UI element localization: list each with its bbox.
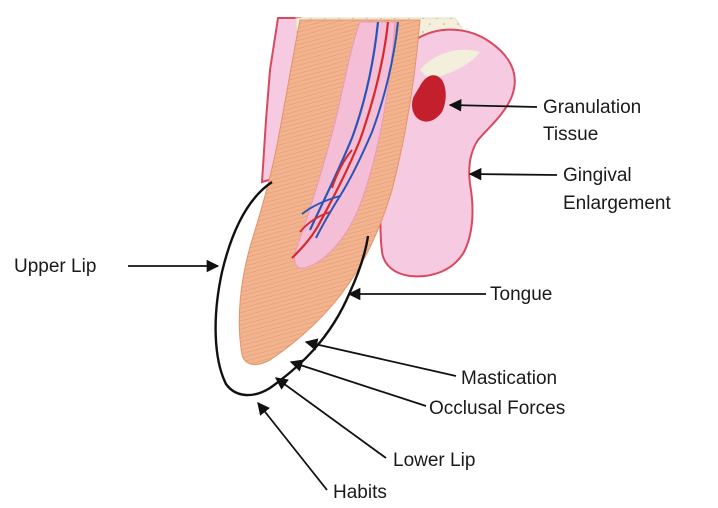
label-granulation-line2: Tissue	[543, 124, 598, 145]
arrow-gingival	[470, 174, 557, 175]
arrow-occlusal	[291, 362, 426, 406]
label-mastication: Mastication	[461, 368, 557, 389]
arrow-habits	[258, 403, 327, 490]
arrow-mastication	[306, 342, 456, 376]
label-habits: Habits	[333, 482, 387, 503]
label-lower-lip: Lower Lip	[393, 450, 475, 471]
label-tongue: Tongue	[490, 284, 552, 305]
label-gingival-line1: Gingival	[563, 165, 632, 186]
label-granulation-line1: Granulation	[543, 97, 641, 118]
label-occlusal-forces: Occlusal Forces	[429, 398, 565, 419]
label-gingival-line2: Enlargement	[563, 193, 671, 214]
label-upper-lip: Upper Lip	[14, 256, 96, 277]
